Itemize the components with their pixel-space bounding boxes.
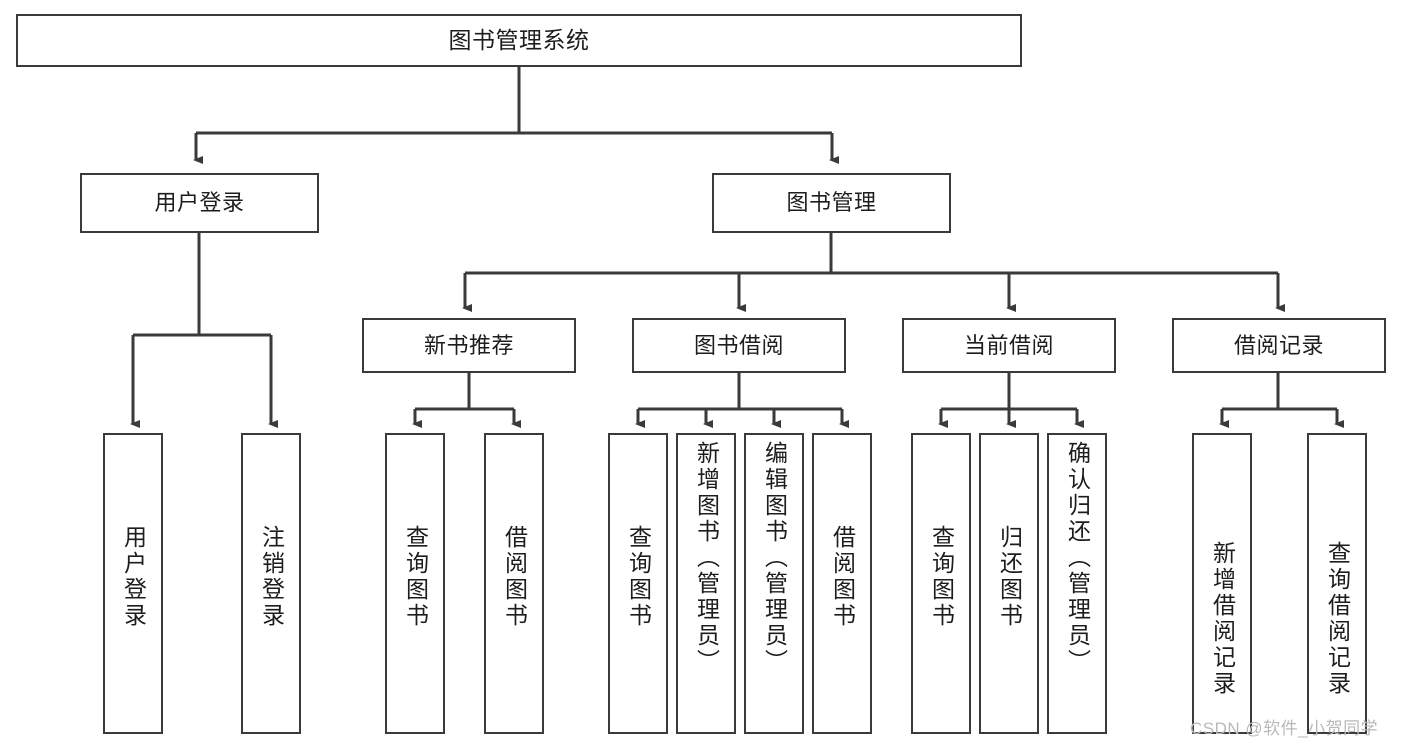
node-book-borrow[interactable]: 图书借阅 [632, 318, 846, 373]
leaf-borrow-record-query[interactable]: 查询借阅记录 [1307, 433, 1367, 734]
leaf-current-borrow-query[interactable]: 查询图书 [911, 433, 971, 734]
leaf-label: 查询图书 [402, 525, 429, 629]
leaf-new-book-query[interactable]: 查询图书 [385, 433, 445, 734]
leaf-user-login-logout[interactable]: 注销登录 [241, 433, 301, 734]
node-book-management[interactable]: 图书管理 [712, 173, 951, 233]
node-root-label: 图书管理系统 [448, 27, 590, 54]
leaf-book-borrow-query[interactable]: 查询图书 [608, 433, 668, 734]
leaf-borrow-record-add[interactable]: 新增借阅记录 [1192, 433, 1252, 734]
node-book-borrow-label: 图书借阅 [693, 332, 784, 358]
leaf-book-borrow-add[interactable]: 新增图书（管理员） [676, 433, 736, 734]
leaf-label: 查询借阅记录 [1324, 541, 1351, 697]
leaf-label: 借阅图书 [829, 525, 856, 629]
node-borrow-record[interactable]: 借阅记录 [1172, 318, 1386, 373]
node-borrow-record-label: 借阅记录 [1233, 332, 1324, 358]
leaf-label: 查询图书 [928, 525, 955, 629]
leaf-new-book-borrow[interactable]: 借阅图书 [484, 433, 544, 734]
node-current-borrow-label: 当前借阅 [963, 332, 1054, 358]
leaf-label: 新增图书（管理员） [693, 441, 720, 675]
leaf-user-login-login[interactable]: 用户登录 [103, 433, 163, 734]
leaf-label: 查询图书 [625, 525, 652, 629]
node-new-book-recommend[interactable]: 新书推荐 [362, 318, 576, 373]
node-root[interactable]: 图书管理系统 [16, 14, 1022, 67]
node-user-login-label: 用户登录 [154, 190, 245, 216]
leaf-label: 用户登录 [120, 525, 147, 629]
node-book-management-label: 图书管理 [786, 190, 877, 216]
leaf-label: 确认归还（管理员） [1064, 441, 1091, 675]
csdn-watermark: CSDN @软件_小贺同学 [1190, 719, 1379, 738]
leaf-book-borrow-edit[interactable]: 编辑图书（管理员） [744, 433, 804, 734]
leaf-label: 注销登录 [258, 525, 285, 629]
leaf-current-borrow-return[interactable]: 归还图书 [979, 433, 1039, 734]
leaf-book-borrow-borrow[interactable]: 借阅图书 [812, 433, 872, 734]
leaf-label: 归还图书 [996, 525, 1023, 629]
leaf-label: 借阅图书 [501, 525, 528, 629]
node-current-borrow[interactable]: 当前借阅 [902, 318, 1116, 373]
leaf-current-borrow-confirm-return[interactable]: 确认归还（管理员） [1047, 433, 1107, 734]
leaf-label: 编辑图书（管理员） [761, 441, 788, 675]
node-user-login[interactable]: 用户登录 [80, 173, 319, 233]
leaf-label: 新增借阅记录 [1209, 541, 1236, 697]
node-new-book-recommend-label: 新书推荐 [423, 332, 514, 358]
